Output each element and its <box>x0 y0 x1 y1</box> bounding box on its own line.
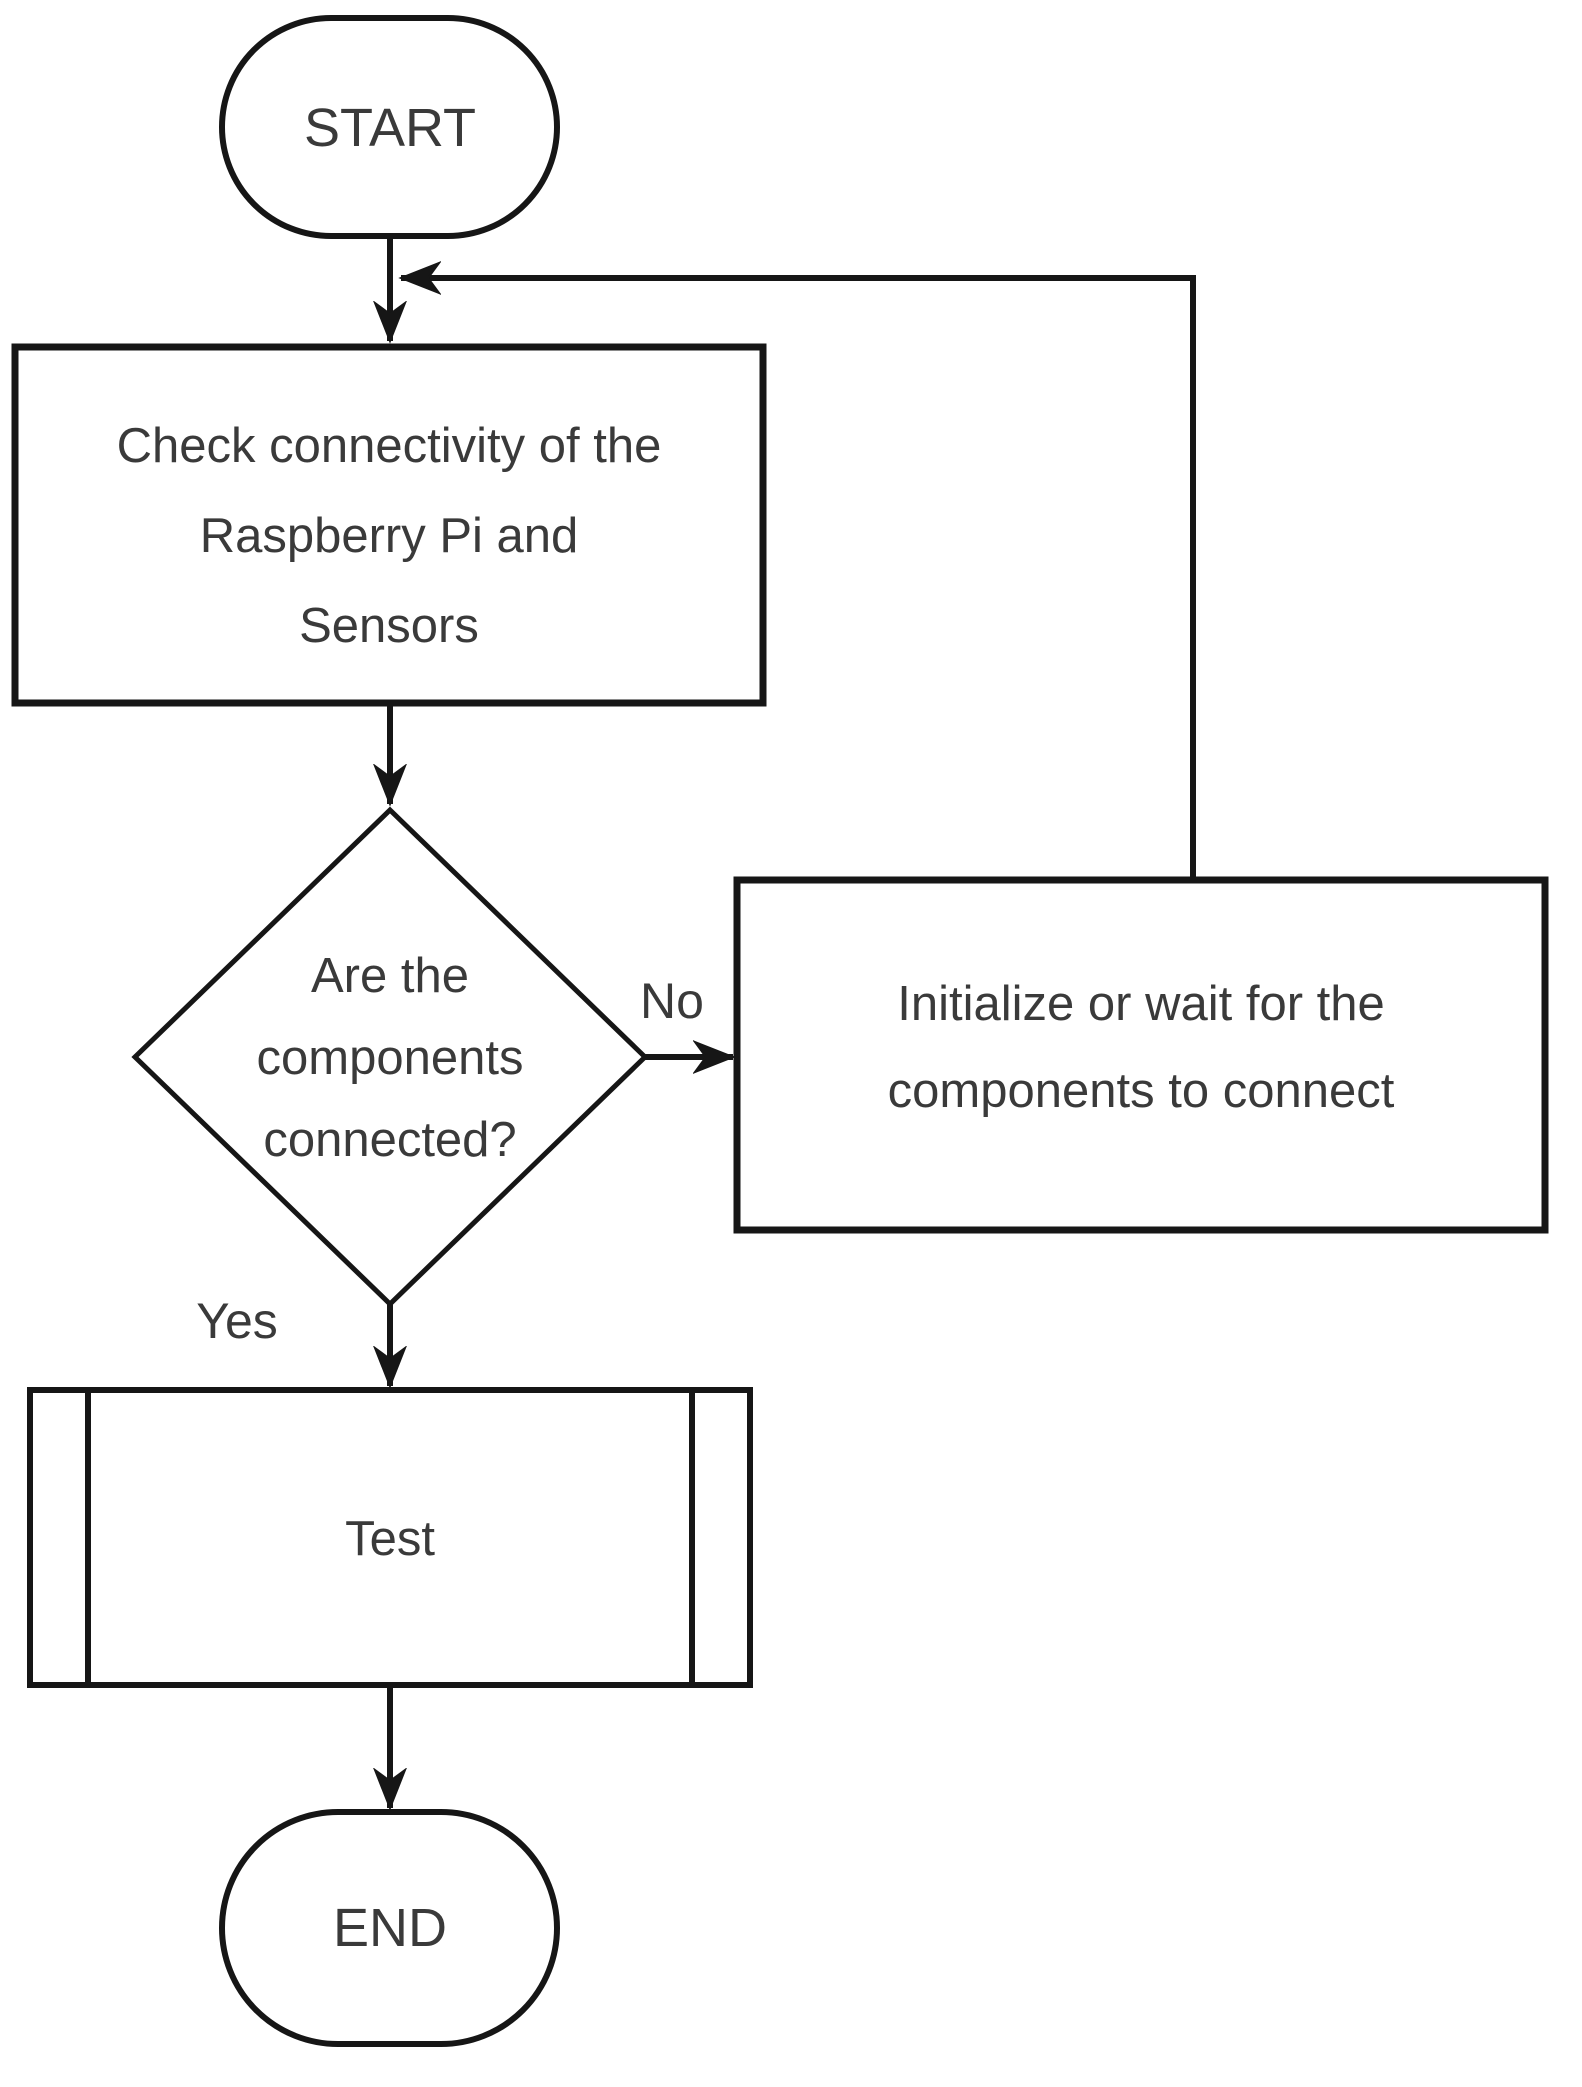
node-end: END <box>219 1809 560 2047</box>
start-label: START <box>304 98 476 158</box>
decision-shape <box>131 806 649 1308</box>
end-label: END <box>333 1898 447 1958</box>
initialize-shape <box>733 876 1549 1234</box>
initialize-line1: Initialize or wait for the <box>897 977 1385 1031</box>
decision-line2: components <box>257 1031 524 1085</box>
node-test: Test <box>27 1387 753 1688</box>
node-decision: Are the components connected? <box>131 806 649 1308</box>
check-connectivity-line2: Raspberry Pi and <box>200 509 579 563</box>
decision-line3: connected? <box>263 1113 516 1167</box>
edge-label-no: No <box>640 973 704 1029</box>
test-shape <box>27 1387 753 1688</box>
node-initialize: Initialize or wait for the components to… <box>733 876 1549 1234</box>
edge-init-to-check-loop <box>401 278 1196 878</box>
node-check-connectivity: Check connectivity of the Raspberry Pi a… <box>11 343 767 707</box>
decision-line1: Are the <box>311 949 469 1003</box>
start-shape <box>219 15 560 239</box>
check-connectivity-line3: Sensors <box>299 599 479 653</box>
node-start: START <box>219 15 560 239</box>
test-label: Test <box>345 1512 435 1566</box>
check-connectivity-shape <box>11 343 767 707</box>
initialize-line2: components to connect <box>888 1064 1395 1118</box>
edge-label-yes: Yes <box>196 1293 278 1349</box>
end-shape <box>219 1809 560 2047</box>
check-connectivity-line1: Check connectivity of the <box>117 419 662 473</box>
